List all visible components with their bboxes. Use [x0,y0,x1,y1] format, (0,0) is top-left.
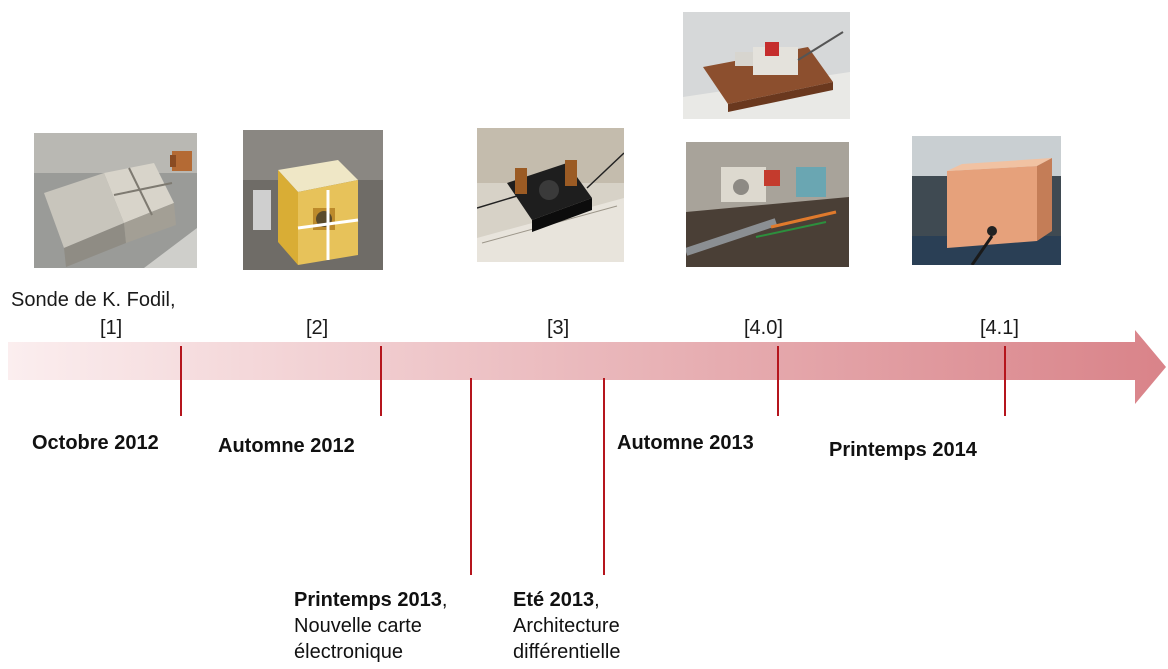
tick-automne-2012 [380,346,382,416]
tick-octobre-2012 [180,346,182,416]
tick-automne-2013 [777,346,779,416]
date-printemps-2013: Printemps 2013 [294,589,442,611]
tick-printemps-2013 [470,378,472,575]
desc-ete-2013-line2: différentielle [513,641,621,663]
ref-label-4-0: [4.0] [744,317,783,339]
date-ete-2013: Eté 2013 [513,589,595,611]
ref-label-1-line2: [1] [100,317,123,339]
desc-printemps-2013-line2: électronique [294,641,403,663]
desc-printemps-2013-line1: Nouvelle carte [294,615,422,637]
probe-photo-v40-top [683,12,850,119]
date-ete-2013-suffix: , [594,589,600,611]
probe-photo-fodil [34,133,197,268]
probe-photo-black-coils [477,128,624,262]
timeline-arrow [8,330,1166,404]
ref-label-4-1: [4.1] [980,317,1019,339]
probe-photo-v40-bottom [686,142,849,267]
date-printemps-2014: Printemps 2014 [829,439,977,461]
event-ete-2013: Eté 2013, [513,588,600,612]
ref-label-3: [3] [547,317,570,339]
date-automne-2013: Automne 2013 [617,432,754,454]
ref-label-2: [2] [306,317,329,339]
tick-printemps-2014 [1004,346,1006,416]
probe-photo-yellow-cube [243,130,383,270]
date-printemps-2013-suffix: , [441,589,448,611]
tick-ete-2013 [603,378,605,575]
date-octobre-2012: Octobre 2012 [32,432,159,454]
event-printemps-2013: Printemps 2013, [294,588,447,612]
date-automne-2012: Automne 2012 [218,435,355,457]
probe-photo-copper-box [912,136,1061,265]
ref-label-1-line1: Sonde de K. Fodil, [11,289,176,311]
desc-ete-2013-line1: Architecture [513,615,620,637]
